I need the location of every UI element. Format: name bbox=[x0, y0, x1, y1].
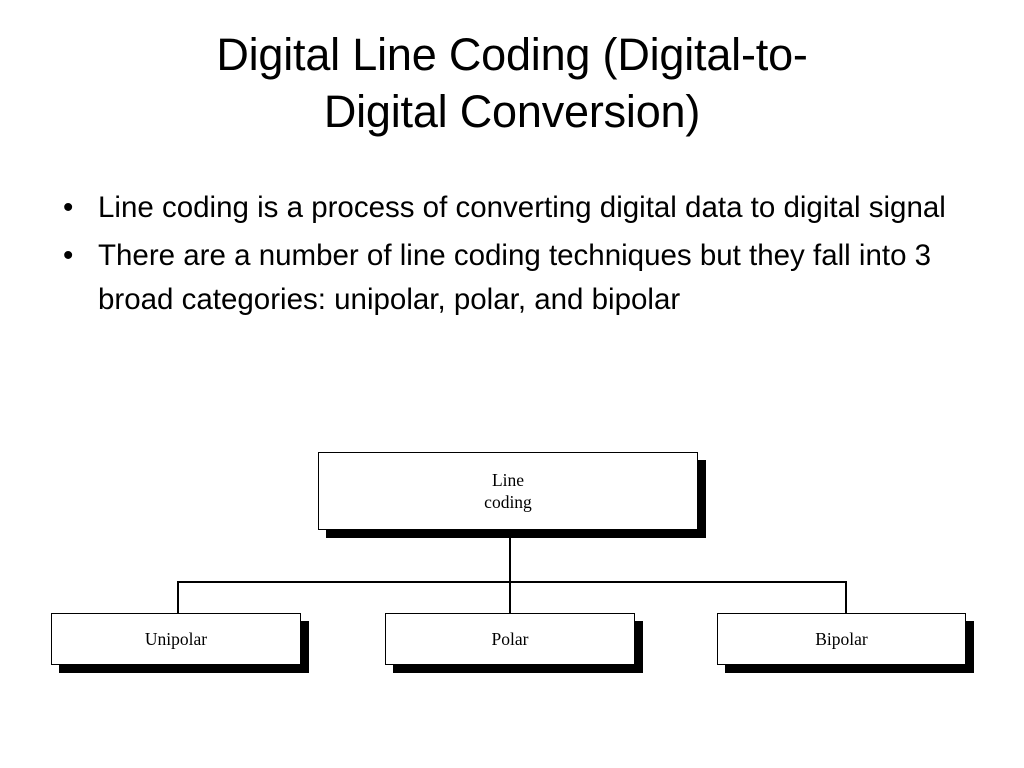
bullet-text-2: There are a number of line coding techni… bbox=[98, 239, 932, 316]
diagram-node-label-bipolar: Bipolar bbox=[815, 629, 868, 649]
bullet-point-icon: • bbox=[63, 239, 74, 272]
diagram-node-unipolar: Unipolar bbox=[51, 613, 301, 665]
diagram-node-label-line-coding: Line coding bbox=[484, 470, 532, 512]
diagram-node-label-polar: Polar bbox=[491, 629, 529, 649]
diagram-node-label-unipolar: Unipolar bbox=[144, 629, 208, 649]
diagram-node-bipolar: Bipolar bbox=[717, 613, 966, 665]
slide-title: Digital Line Coding (Digital-to- Digital… bbox=[216, 29, 808, 137]
bullet-list: • Line coding is a process of converting… bbox=[56, 186, 976, 326]
bullet-point-icon: • bbox=[63, 191, 74, 224]
connector-horizontal-bus bbox=[177, 581, 847, 583]
diagram-node-line-coding: Line coding bbox=[318, 452, 698, 530]
connector-vertical-polar bbox=[509, 581, 511, 614]
connector-root-vertical bbox=[509, 530, 511, 583]
bullet-text-1: Line coding is a process of converting d… bbox=[98, 191, 946, 224]
connector-vertical-bipolar bbox=[845, 581, 847, 614]
bullet-item-2: • There are a number of line coding tech… bbox=[56, 234, 976, 322]
diagram-node-polar: Polar bbox=[385, 613, 635, 665]
bullet-item-1: • Line coding is a process of converting… bbox=[56, 186, 976, 230]
connector-vertical-unipolar bbox=[177, 581, 179, 614]
